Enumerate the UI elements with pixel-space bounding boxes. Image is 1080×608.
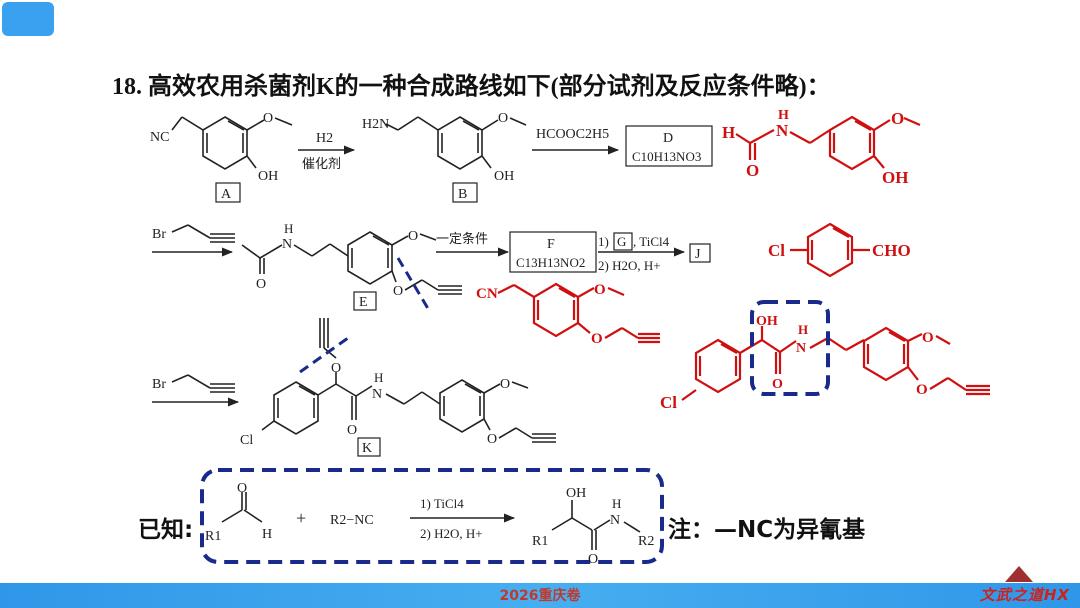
atom-n-k: N [372,387,382,402]
atom-oh-red-d: OH [882,168,908,187]
brand-watermark: 文武之道HX [979,586,1070,604]
reagent-5a: 1) [598,234,609,249]
atom-o-e1: O [256,277,266,292]
compound-e: O N H O O E [241,221,462,313]
atom-n-red-d: N [776,121,789,140]
label-b: B [458,187,467,202]
atom-cl-red: Cl [768,241,785,260]
atom-o-e3: O [393,284,403,299]
label-k: K [362,441,372,456]
atom-n-known: N [610,513,620,528]
propargyl-bromide-1: Br [152,224,235,243]
known-cond-1: 1) TiCl4 [420,496,464,511]
answer-f-structure: CN O O [476,282,660,347]
question-title: 18. 高效农用杀菌剂K的一种合成路线如下(部分试剂及反应条件略)： [112,74,831,100]
compound-a: NC O OH A [150,111,293,203]
atom-r1-known2: R1 [532,534,548,549]
atom-o-k1: O [331,361,341,376]
atom-o-red-f2: O [591,331,603,347]
atom-o-red-j: O [772,377,783,392]
atom-o-b: O [498,111,508,126]
compound-f-box: F C13H13NO2 [509,231,597,273]
atom-nh-red-d: H [778,108,789,123]
compound-d-box: D C10H13NO3 [625,125,713,167]
atom-o-red-f1: O [594,282,606,298]
reagent-5c: 2) H2O, H+ [598,258,661,273]
atom-n-e: N [282,237,292,252]
propargyl-bromide-2: Br [152,374,235,393]
atom-h-known: H [262,527,272,542]
answer-j-structure: Cl OH O N H O O [660,300,990,412]
atom-r2-known: R2 [638,534,654,549]
atom-nh-k: H [374,370,383,385]
atom-n-red-j: N [796,341,806,356]
atom-o-red-j2: O [922,330,934,346]
reagent-catalyst: 催化剂 [302,157,341,172]
label-e: E [359,295,368,310]
atom-r1-known1: R1 [205,529,221,544]
reagent-5b: , TiCl4 [633,234,670,249]
atom-cn-red: CN [476,286,498,302]
atom-o: O [263,111,273,126]
label-g: G [617,234,626,249]
atom-nh-e: H [284,221,293,236]
atom-oh-known: OH [566,486,586,501]
reagent-hcooc2h5: HCOOC2H5 [536,127,609,142]
scroll-up-icon [1005,566,1033,582]
reagent-h2: H2 [316,131,333,146]
atom-oh-b: OH [494,169,514,184]
compound-b: H2N O OH B [362,111,527,203]
atom-br-2: Br [152,377,166,392]
answer-g-structure: Cl CHO [768,222,911,278]
atom-o-k2: O [347,423,357,438]
atom-nh-known: H [612,496,621,511]
formula-d: C10H13NO3 [632,149,701,164]
atom-o-red-d: O [746,161,759,180]
label-d: D [663,131,673,146]
atom-cl-red-j: Cl [660,393,677,412]
answer-d-structure: H O N H O OH [722,108,921,187]
atom-o-known2: O [588,552,598,567]
atom-oh-red-j: OH [756,314,778,329]
footer-exam-label: 2026重庆卷 [499,588,581,604]
atom-nh-red-j: H [798,322,808,337]
known-reaction: O H R1 + R2−NC 1) TiCl4 2) H2O, H+ R1 OH… [200,468,664,567]
atom-o-red-j3: O [916,382,928,398]
atom-o-e2: O [408,229,418,244]
atom-h-red: H [722,123,735,142]
atom-oh: OH [258,169,278,184]
atom-o-k4: O [487,432,497,447]
atom-o-red-d2: O [891,109,904,128]
reagent-r2nc: R2−NC [330,513,374,528]
plus-sign: + [296,508,306,528]
formula-f: C13H13NO2 [516,255,585,270]
known-label: 已知: [138,517,194,543]
label-f: F [547,237,555,252]
atom-h2n: H2N [362,117,389,132]
label-a: A [221,187,232,202]
reagent-condition: 一定条件 [436,231,488,247]
atom-br-1: Br [152,227,166,242]
known-cond-2: 2) H2O, H+ [420,526,483,541]
atom-o-k3: O [500,377,510,392]
atom-cl-k: Cl [240,433,253,448]
label-j: J [695,247,701,262]
corner-tab [2,2,54,36]
atom-o-known1: O [237,481,247,496]
atom-cho-red: CHO [872,241,911,260]
atom-nc: NC [150,130,169,145]
isocyanide-note: 注：—NC为异氰基 [668,517,866,543]
footer-bar [0,583,1080,608]
compound-k: Cl O O N H O O [240,318,556,457]
